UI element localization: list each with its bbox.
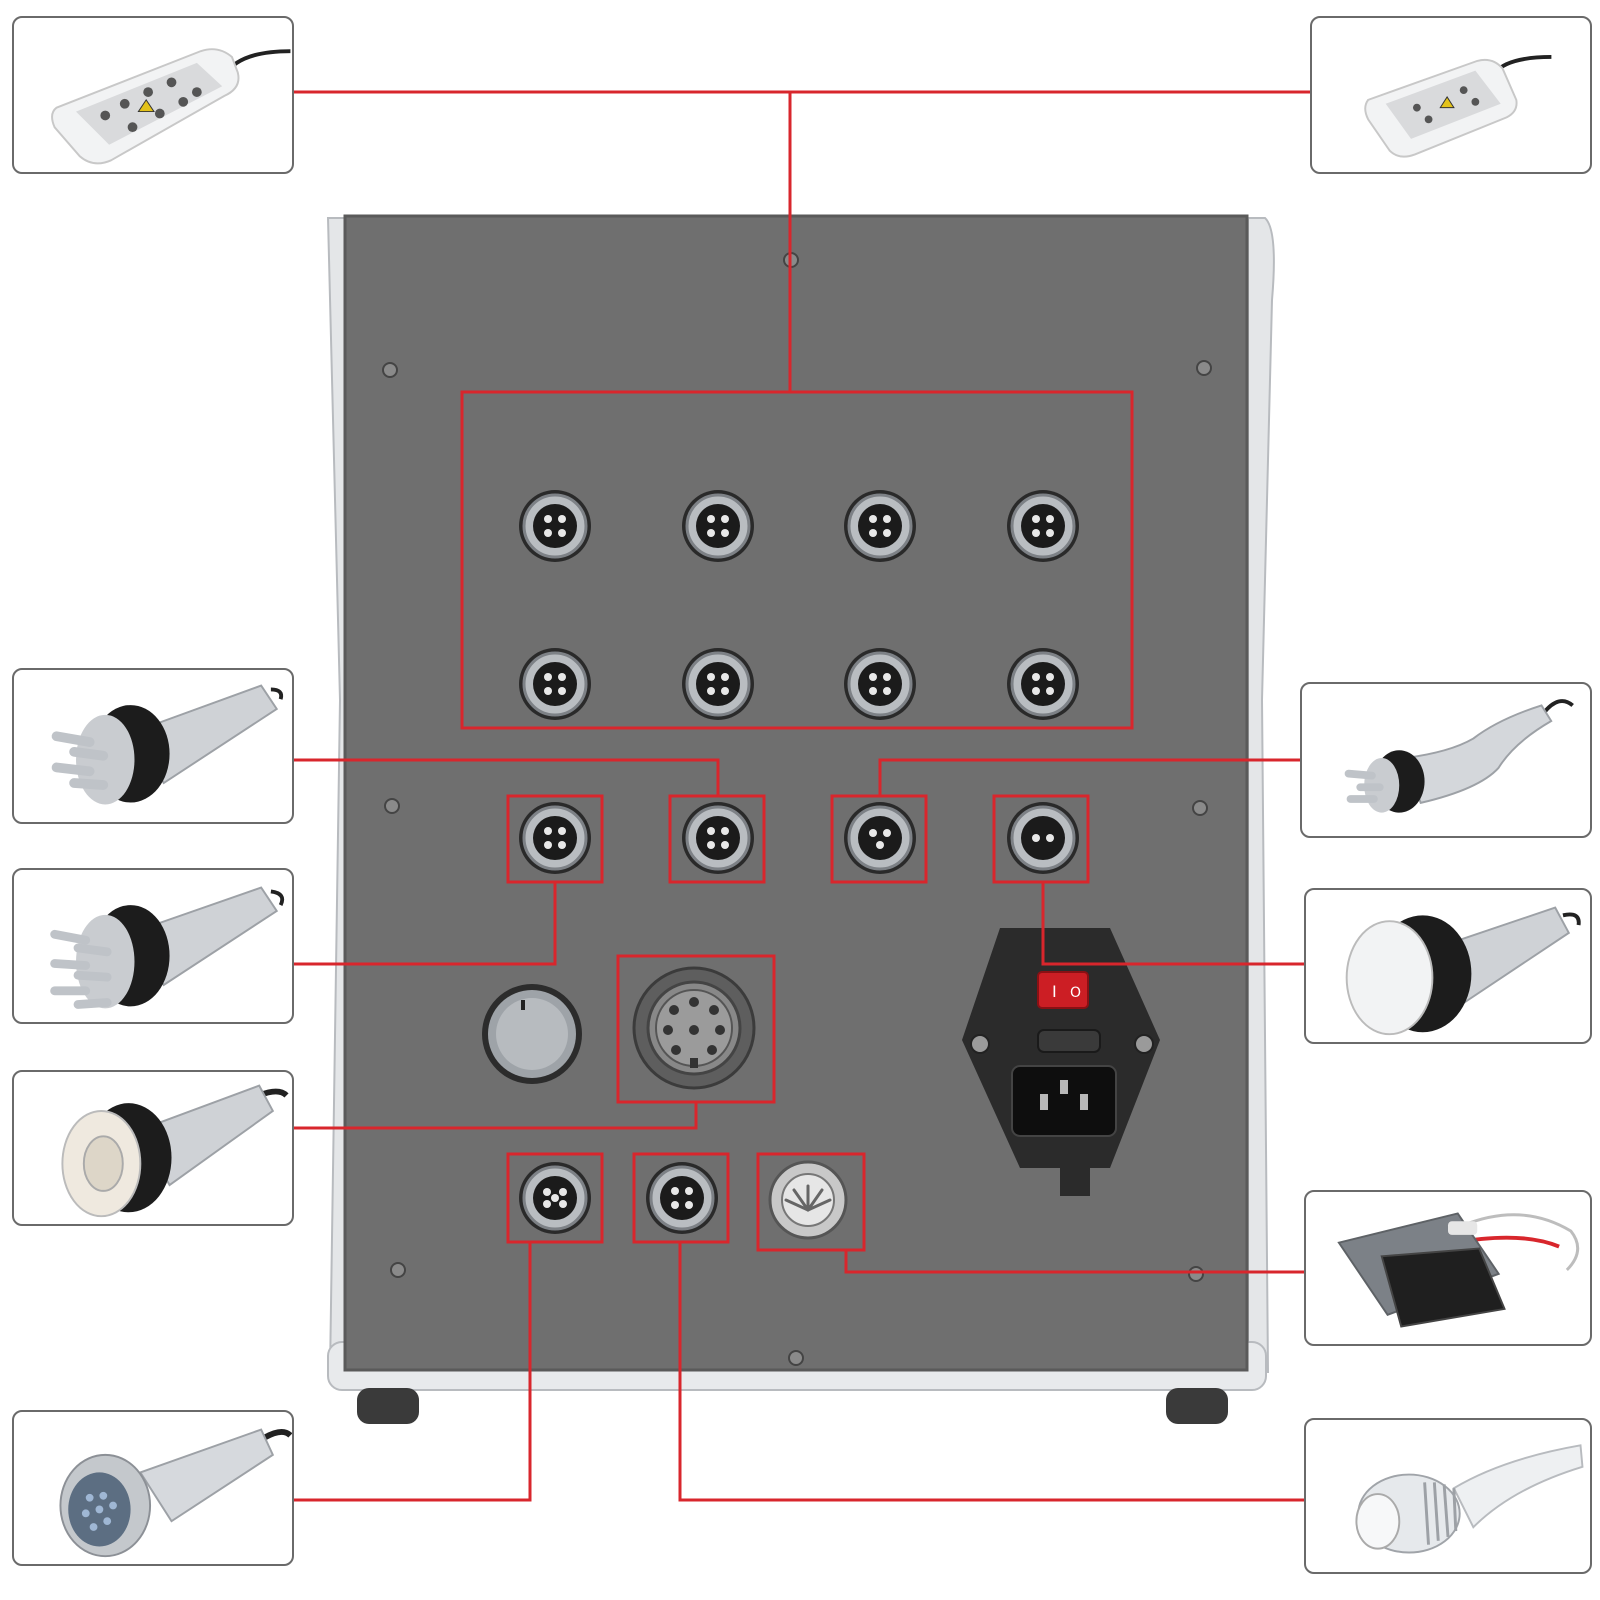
screw-icon [1134,1034,1154,1054]
leader-rf-6-pole [294,882,557,966]
callout-ems-pad-electrodes [1304,1190,1592,1346]
screw-icon [384,798,400,814]
fuse-drawer [1037,1029,1101,1053]
foot-right [1166,1388,1228,1424]
panel-screws [382,252,1212,1366]
laser-socket-icon [844,490,916,562]
laser-socket-icon [1007,490,1079,562]
callout-rf-handle-4-pole [12,668,294,824]
callout-lipo-laser-pad-large [12,16,294,174]
laser-socket-icon [682,648,754,720]
leader-lines [294,90,1310,1502]
screw-icon [382,362,398,378]
iec-socket-icon [1011,1065,1117,1137]
housing-right-wing [1247,217,1275,1373]
screw-icon [788,1350,804,1366]
power-knob-icon [482,984,582,1084]
highlight-socket [506,1152,604,1244]
leader-ems-pads [844,1250,1304,1274]
handle-socket-icon [519,1162,591,1234]
laser-socket-icon [844,648,916,720]
foot-left [357,1388,419,1424]
leader-rf-4-pole [294,758,720,796]
power-inlet-module: I O [962,928,1160,1196]
cavitation-handle-icon [1345,906,1581,1036]
vacuum-handle-icon [61,1084,289,1218]
callout-rf-handle-tripolar [1300,682,1592,838]
leader-rf-tripolar [878,758,1300,796]
callout-vacuum-handle [12,1070,294,1226]
rocker-switch[interactable] [1037,971,1089,1009]
callout-rf-handle-6-pole [12,868,294,1024]
ems-pad-icon [1337,1212,1580,1328]
screw-icon [1188,1266,1204,1282]
leader-led-handle [294,1242,532,1502]
handle-socket-icon [844,802,916,874]
housing-left-wing [326,217,346,1373]
socket-array [519,490,1079,1234]
switch-off-symbol: O [1070,985,1081,1001]
rf-handle-icon [50,886,285,1009]
leader-vacuum [294,1102,698,1130]
rf-handle-icon [1344,699,1574,813]
screw-icon [1192,800,1208,816]
screw-icon [390,1262,406,1278]
ems-socket-icon [768,1160,848,1240]
callout-cold-hammer-handle [1304,1418,1592,1574]
callout-led-photon-handle [12,1410,294,1566]
din-8-pin-socket-icon [632,966,756,1090]
handle-socket-icon [519,802,591,874]
highlight-ems-socket [756,1152,866,1252]
laser-pad-icon [1364,55,1552,158]
callout-cavitation-handle [1304,888,1592,1044]
screw-icon [970,1034,990,1054]
callout-lipo-laser-pad-small [1310,16,1592,174]
laser-socket-icon [1007,648,1079,720]
leader-cavitation [1041,882,1304,966]
led-handle-icon [59,1428,292,1558]
screw-icon [1196,360,1212,376]
handle-socket-icon [682,802,754,874]
laser-socket-icon [519,648,591,720]
switch-on-symbol: I [1052,982,1057,1001]
leader-cold-hammer [678,1242,1304,1502]
handle-socket-icon [646,1162,718,1234]
laser-pad-icon [51,48,291,165]
rf-handle-icon [51,684,284,805]
laser-socket-icon [682,490,754,562]
handle-socket-icon [1007,802,1079,874]
highlight-laser-bank [460,390,1134,730]
cold-hammer-icon [1355,1444,1584,1554]
highlight-socket [992,794,1090,884]
laser-socket-icon [519,490,591,562]
